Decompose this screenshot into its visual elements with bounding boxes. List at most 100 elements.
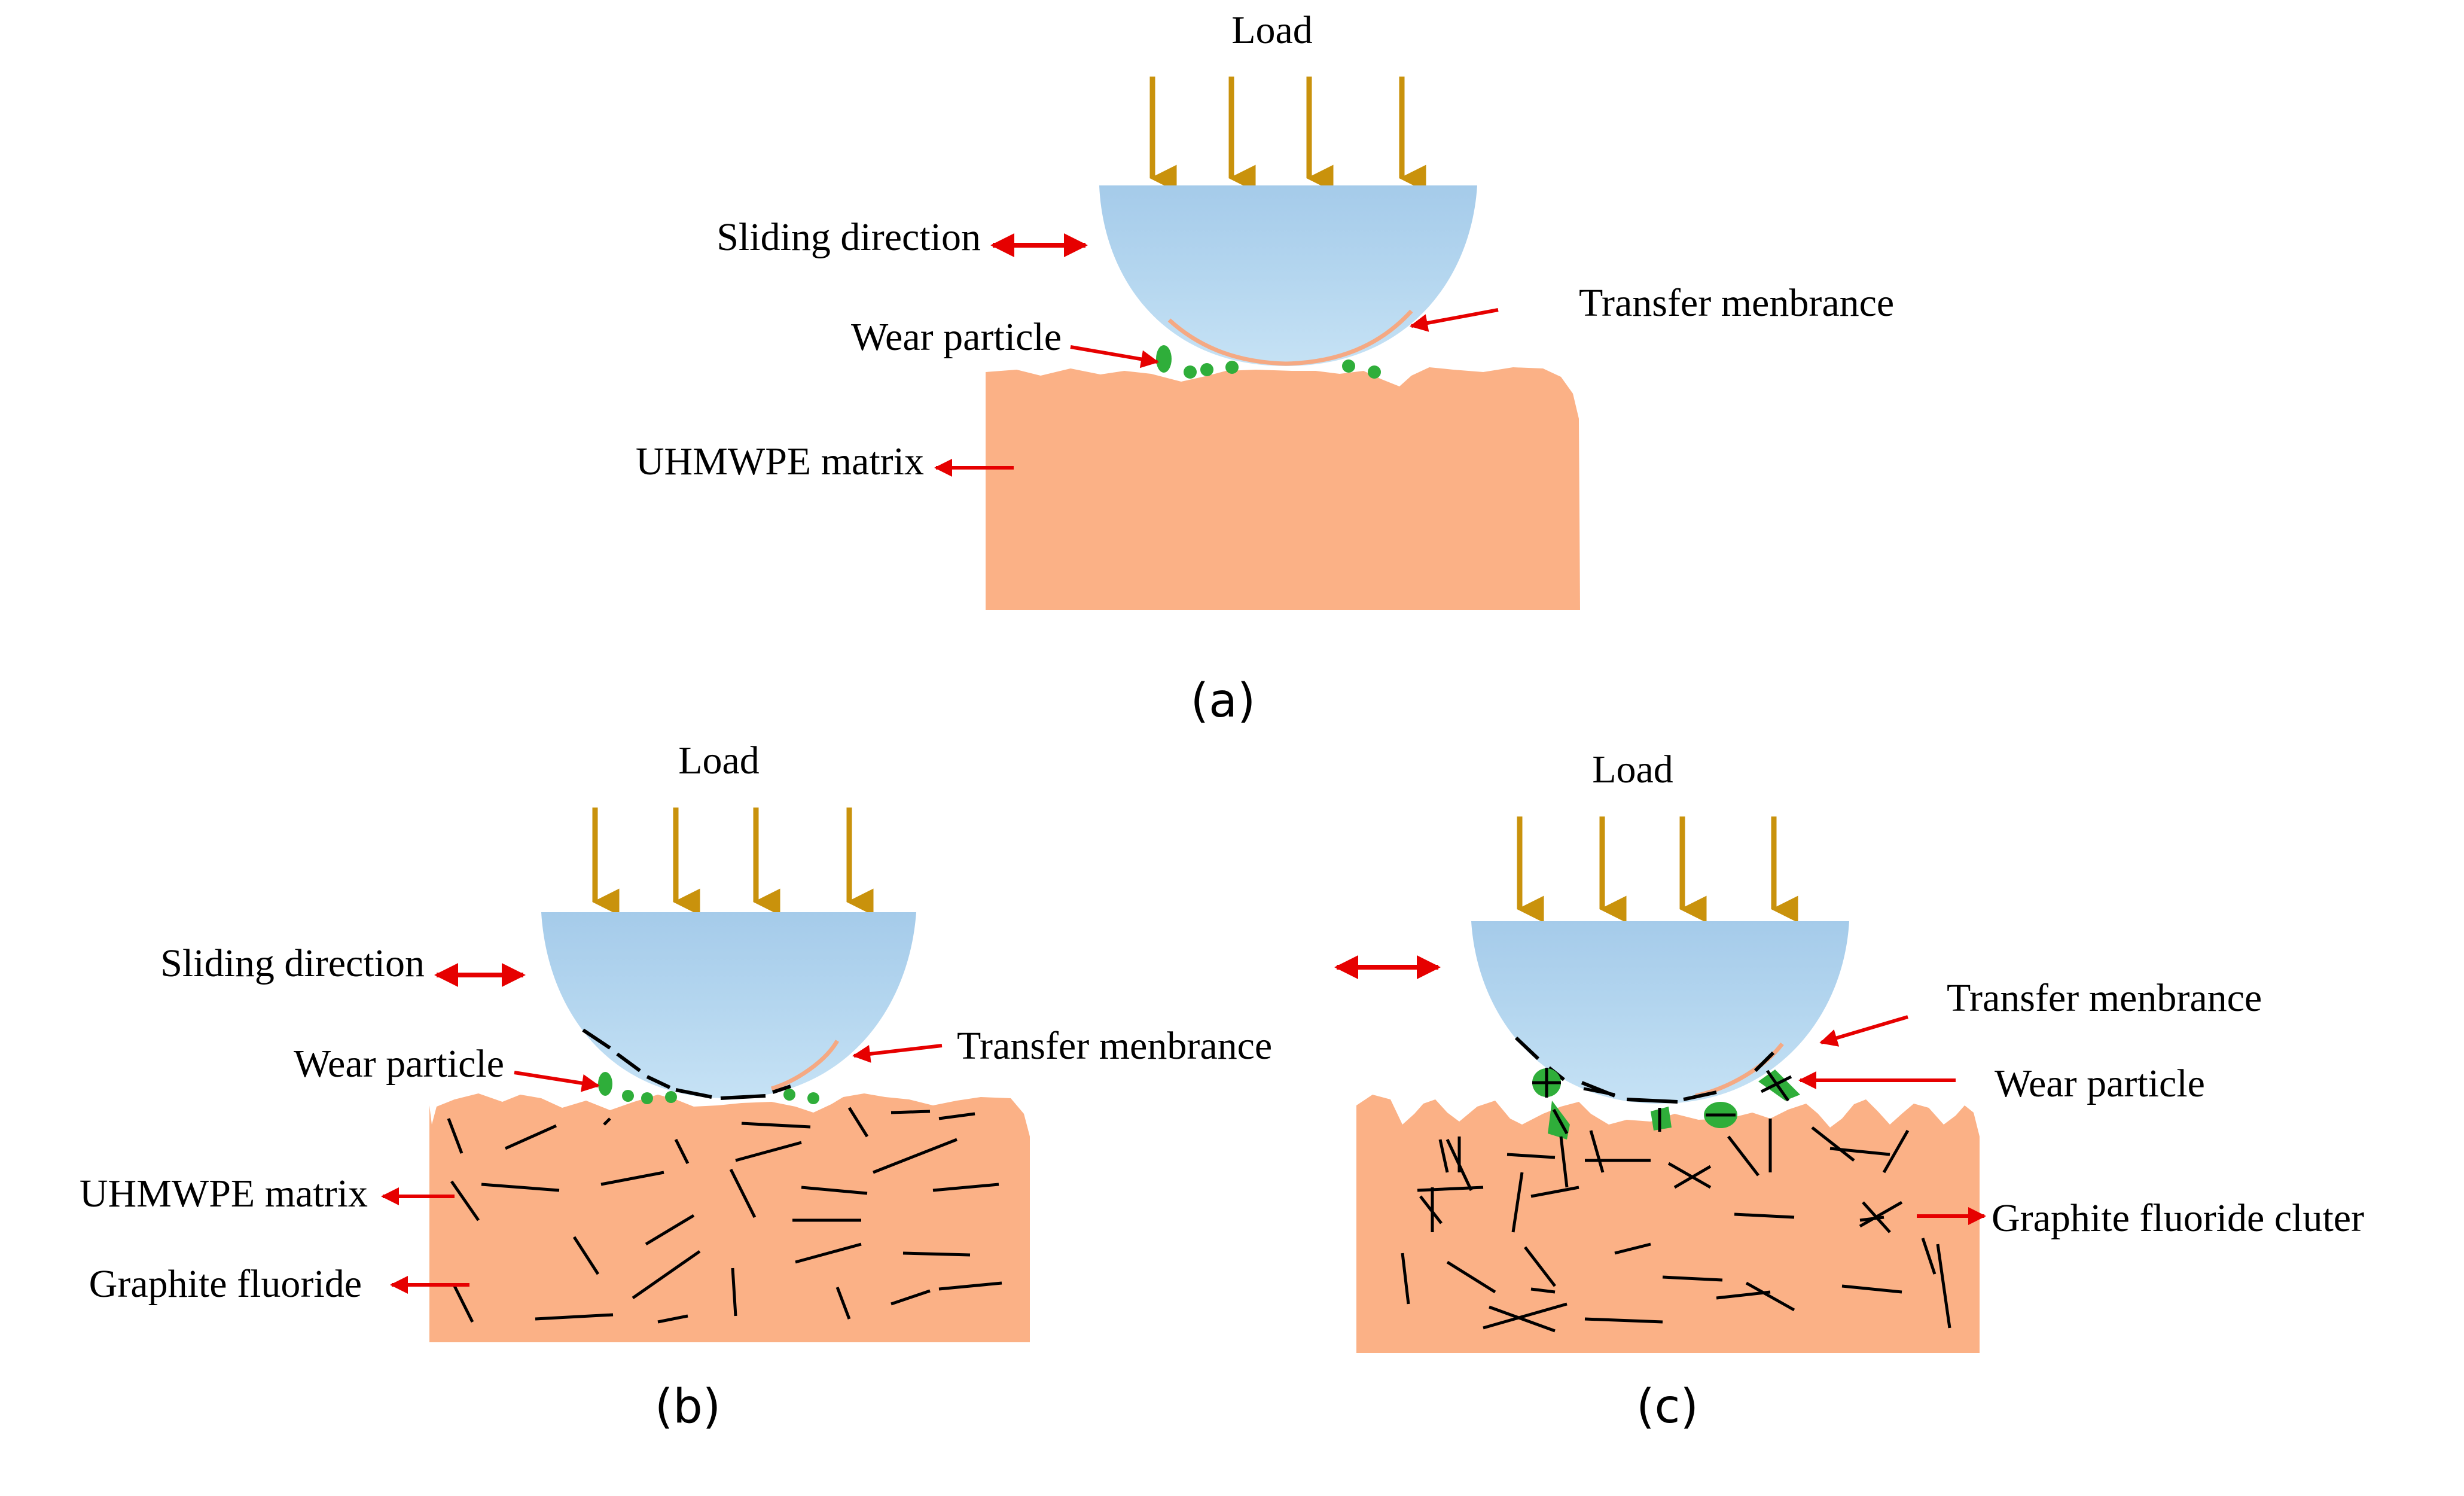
filler-flake [1811,1126,1855,1162]
filler-flake [645,1214,695,1246]
filler-flake [1483,1302,1568,1330]
wear-particle [1200,363,1213,376]
panel-c: Load [1334,748,2364,1434]
filler-flake [1614,1242,1651,1255]
filler-flake [1829,1147,1890,1156]
graphite-fluoride-cluster-label: Graphite fluoride cluter [1992,1196,2364,1240]
filler-flake [1862,1201,1891,1233]
film-segment [720,1094,766,1100]
filler-flake [891,1110,931,1114]
filler-flake [729,1168,757,1218]
filler-flake [535,1313,614,1321]
filler-flake [450,1180,480,1221]
filler-flake [1662,1275,1723,1282]
film-segment [1683,1090,1717,1101]
steel-ball [541,912,916,1098]
wear-particles [598,1072,819,1104]
filler-flake [572,1236,600,1275]
filler-flake [447,1118,463,1154]
filler-flake [1530,1287,1556,1294]
filler-flake [1589,1130,1605,1173]
film-segment [1754,1051,1775,1073]
filler-flake [932,1183,999,1192]
wear-particle-pointer [514,1071,600,1092]
panel-a: Load Sliding direction Transfer menbranc… [636,8,1894,728]
filler-flake [1673,1165,1712,1189]
filler-flake [1507,1153,1556,1159]
film-segment [675,1088,712,1099]
filler-flake [1417,1186,1484,1192]
wear-particle [641,1092,653,1104]
film-segment [1626,1098,1678,1104]
filler-flake [1859,1201,1903,1228]
graphite-fluoride-fillers [447,1107,1002,1324]
sliding-direction-label: Sliding direction [160,942,425,985]
wear-particle-pointer [1070,345,1159,368]
transfer-membrane-label: Transfer menbrance [957,1024,1272,1068]
filler-flake [938,1281,1002,1291]
filler-flake [735,1141,802,1162]
filler-flake [1745,1281,1795,1312]
transfer-membrane [770,1040,840,1091]
cluster-flake [1765,1070,1790,1102]
transfer-membrane-pointer [852,1044,943,1063]
uhmwpe-matrix-block [1356,1095,1980,1353]
wear-particle [598,1072,612,1096]
wear-particle-label: Wear particle [1995,1062,2205,1105]
transfer-membrane-pointer [1410,308,1499,332]
caption-a: (a) [1191,674,1256,728]
graphite-fluoride-clusters [1401,1119,1951,1333]
uhmwpe-matrix-label: UHMWPE matrix [636,440,924,483]
filler-flake [657,1314,688,1324]
cluster-flake [1583,1087,1615,1096]
transfer-membrane-label: Transfer menbrance [1947,976,2262,1020]
filler-flake [1524,1246,1556,1287]
steel-ball [1099,185,1477,366]
filler-flake [1841,1284,1902,1294]
filler-flake [731,1268,737,1317]
sliding-direction-label: Sliding direction [716,215,981,259]
panel-b: Load [80,739,1272,1434]
wear-particle [1184,365,1197,379]
film-segment [582,1028,611,1050]
filler-flake [674,1138,690,1165]
wear-particle [622,1090,634,1102]
filler-flake [1511,1172,1524,1233]
filler-flake [873,1138,957,1174]
filler-flake [1401,1253,1410,1305]
transfer-membrane-label: Transfer menbrance [1579,281,1894,325]
wear-particle [1368,365,1381,379]
load-arrows [1517,816,1798,923]
filler-flake [1584,1317,1663,1324]
wear-particle [1225,361,1239,374]
wear-particle [665,1091,677,1103]
filler-flake [632,1250,701,1300]
filler-flake [741,1122,811,1129]
caption-c: (c) [1636,1380,1698,1434]
filler-flake [600,1171,664,1186]
filler-flake [603,1117,611,1126]
filler-flake [891,1289,931,1306]
filler-flake [847,1107,869,1138]
wear-particle [1758,1070,1800,1101]
filler-flake [1438,1139,1449,1173]
wear-particle [783,1089,795,1101]
cluster-flake [1552,1108,1569,1135]
graphite-fluoride-label: Graphite fluoride [89,1262,362,1306]
load-label: Load [678,739,760,782]
filler-flake [1559,1136,1569,1188]
filler-flake [453,1285,474,1323]
load-label: Load [1592,748,1673,791]
filler-flake [795,1242,862,1264]
wear-particle [807,1092,819,1104]
filler-flake [1446,1260,1496,1294]
load-label: Load [1231,8,1313,52]
filler-flake [481,1183,560,1192]
filler-flake [902,1251,971,1257]
wear-particle-label: Wear particle [851,315,1062,359]
uhmwpe-matrix-block [986,367,1580,610]
uhmwpe-matrix-label: UHMWPE matrix [80,1172,368,1215]
filler-flake [801,1186,868,1195]
filler-flake [1921,1238,1937,1275]
